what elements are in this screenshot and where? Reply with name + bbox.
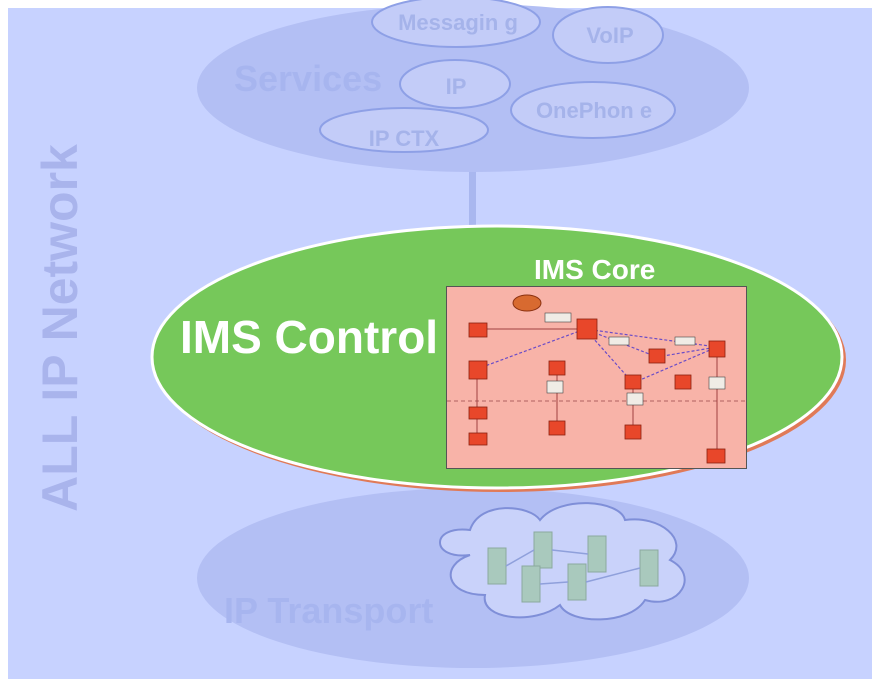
service-ipctx-label: IP CTX: [368, 126, 440, 151]
service-pill-voip[interactable]: [552, 6, 664, 64]
ims-control-title: IMS Control: [180, 311, 439, 363]
service-pill-onephone[interactable]: [510, 81, 676, 139]
cloud-icon: [439, 502, 686, 621]
service-voip-label: VoIP: [586, 23, 634, 48]
ip-transport-label: IP Transport: [224, 590, 434, 631]
service-pill-messaging[interactable]: [371, 0, 541, 48]
service-pill-ip[interactable]: [399, 59, 511, 109]
service-onephone-label: OnePhon e: [535, 98, 653, 123]
services-label: Services: [234, 58, 383, 99]
service-messaging-label: Messagin g: [398, 10, 518, 35]
ims-core-title: IMS Core: [534, 254, 656, 285]
transport-links: [505, 549, 641, 585]
services-connector: [469, 170, 476, 230]
ims-core-network-graphic: [447, 294, 746, 464]
ims-core-diagram: [446, 286, 747, 469]
network-vertical-title: ALL IP Network: [32, 144, 88, 512]
service-ip-label: IP: [445, 74, 467, 99]
service-pill-ipctx[interactable]: [319, 107, 489, 153]
